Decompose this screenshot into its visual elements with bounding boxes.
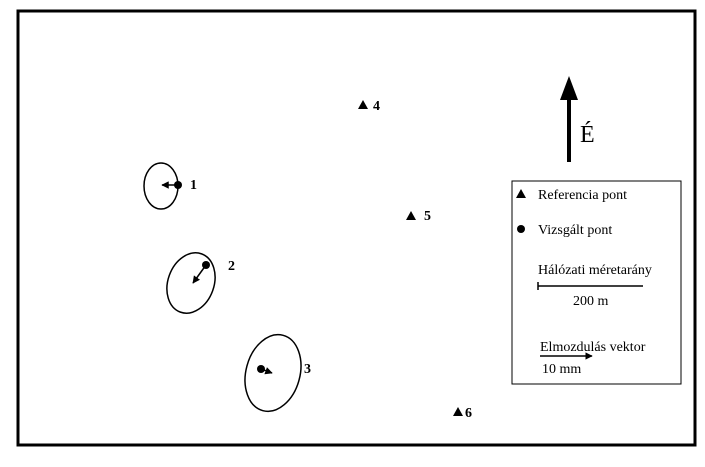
reference-point-4: 4 [358,99,380,114]
legend-vector-title: Elmozdulás vektor [540,340,646,355]
examined-point-3: 3 [244,333,311,413]
north-label: É [580,122,595,148]
point-label-5: 5 [424,209,431,224]
triangle-icon [358,100,368,109]
triangle-icon [406,211,416,220]
circle-icon [202,261,210,269]
circle-icon [517,225,525,233]
examined-point-1: 1 [143,162,197,210]
reference-point-5: 5 [406,209,431,224]
legend-scale-value: 200 m [573,294,609,309]
examined-point-2: 2 [166,252,235,314]
point-label-1: 1 [190,178,197,193]
error-ellipse [143,162,179,210]
error-ellipse [166,252,216,314]
error-ellipse [244,333,302,413]
triangle-icon [516,189,526,198]
legend-reference-label: Referencia pont [538,188,627,203]
reference-point-6: 6 [453,406,472,421]
legend-examined-label: Vizsgált pont [538,223,612,238]
legend: Referencia pont Vizsgált pont Hálózati m… [511,180,682,385]
circle-icon [257,365,265,373]
point-label-6: 6 [465,406,472,421]
legend-scale-title: Hálózati méretarány [538,263,652,278]
point-label-3: 3 [304,362,311,377]
circle-icon [174,181,182,189]
legend-vector-value: 10 mm [542,362,581,377]
north-arrow: É [560,76,595,162]
point-label-2: 2 [228,259,235,274]
north-arrow-head [560,76,578,100]
legend-box [511,180,682,385]
point-label-4: 4 [373,99,380,114]
triangle-icon [453,407,463,416]
map-frame [16,9,697,447]
